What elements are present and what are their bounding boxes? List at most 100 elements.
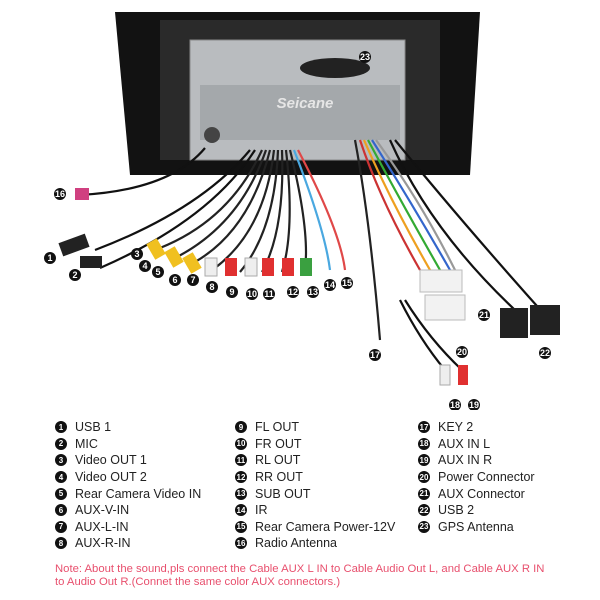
callout-9: 9: [226, 286, 238, 298]
legend-number-badge: 9: [235, 421, 247, 434]
legend-label: RR OUT: [255, 470, 303, 485]
svg-text:4: 4: [142, 261, 147, 271]
legend-number-badge: 18: [418, 437, 430, 450]
legend-label: Rear Camera Power-12V: [255, 519, 396, 534]
callout-6: 6: [169, 274, 181, 286]
callout-4: 4: [139, 260, 151, 272]
svg-text:15: 15: [342, 278, 352, 288]
svg-text:7: 7: [190, 275, 195, 285]
legend-label: Rear Camera Video IN: [75, 486, 202, 501]
legend-label: FL OUT: [255, 420, 299, 435]
legend-label: AUX-V-IN: [75, 503, 130, 518]
legend-item: 18 AUX IN L: [418, 436, 535, 453]
legend-label: MIC: [75, 436, 98, 451]
legend-label: Video OUT 1: [75, 453, 147, 468]
callout-17: 17: [369, 349, 381, 361]
svg-text:6: 6: [172, 275, 177, 285]
svg-text:18: 18: [450, 400, 460, 410]
callout-13: 13: [307, 286, 319, 298]
callout-21: 21: [478, 309, 490, 321]
svg-text:11: 11: [264, 289, 274, 299]
callout-19: 19: [468, 399, 480, 410]
legend-number-badge: 17: [418, 421, 430, 434]
legend-number-badge: 1: [55, 421, 67, 434]
svg-text:17: 17: [370, 350, 380, 360]
legend-label: USB 2: [438, 503, 475, 518]
legend-number-badge: 19: [418, 454, 430, 467]
legend-label: KEY 2: [438, 420, 474, 435]
legend-number-badge: 21: [418, 487, 430, 500]
legend-label: RL OUT: [255, 453, 301, 468]
callout-12: 12: [287, 286, 299, 298]
svg-text:1: 1: [47, 253, 52, 263]
legend-label: USB 1: [75, 420, 112, 435]
legend-number-badge: 16: [235, 537, 247, 550]
callout-5: 5: [152, 266, 164, 278]
callouts: 1 2 3 4 5 6 7 8 9 10 11 12 13 14 15 16 1…: [44, 51, 551, 410]
svg-text:14: 14: [325, 280, 335, 290]
svg-text:8: 8: [209, 282, 214, 292]
legend-label: AUX IN L: [438, 436, 491, 451]
legend-item: 16 Radio Antenna: [235, 535, 395, 552]
legend-item: 15 Rear Camera Power-12V: [235, 519, 395, 536]
legend-number-badge: 6: [55, 504, 67, 517]
legend-item: 10 FR OUT: [235, 436, 395, 453]
svg-text:22: 22: [540, 348, 550, 358]
legend-label: FR OUT: [255, 436, 302, 451]
callout-3: 3: [131, 248, 143, 260]
product-photo: Seicane: [44, 12, 560, 410]
legend-label: AUX-R-IN: [75, 536, 131, 551]
legend-number-badge: 15: [235, 520, 247, 533]
brand-watermark: Seicane: [277, 95, 334, 112]
legend-number-badge: 12: [235, 471, 247, 484]
legend-label: AUX-L-IN: [75, 519, 129, 534]
svg-text:16: 16: [55, 189, 65, 199]
svg-text:10: 10: [247, 289, 257, 299]
callout-1: 1: [44, 252, 56, 264]
svg-text:19: 19: [469, 400, 479, 410]
callout-23: 23: [359, 51, 371, 63]
legend-item: 3 Video OUT 1: [55, 452, 201, 469]
callout-16: 16: [54, 188, 66, 200]
legend-number-badge: 2: [55, 437, 67, 450]
svg-text:21: 21: [479, 310, 489, 320]
legend-number-badge: 23: [418, 520, 430, 533]
svg-text:23: 23: [360, 52, 370, 62]
legend-label: Power Connector: [438, 470, 535, 485]
legend-item: 7 AUX-L-IN: [55, 519, 201, 536]
note-text: Note: About the sound,pls connect the Ca…: [55, 563, 545, 588]
legend-label: Radio Antenna: [255, 536, 338, 551]
legend-label: AUX IN R: [438, 453, 493, 468]
legend-number-badge: 11: [235, 454, 247, 467]
svg-text:20: 20: [457, 347, 467, 357]
legend-item: 1 USB 1: [55, 419, 201, 436]
legend-label: Video OUT 2: [75, 470, 147, 485]
svg-text:5: 5: [155, 267, 160, 277]
legend-item: 6 AUX-V-IN: [55, 502, 201, 519]
legend-label: IR: [255, 503, 268, 518]
callout-11: 11: [263, 288, 275, 300]
legend-number-badge: 5: [55, 487, 67, 500]
legend-number-badge: 3: [55, 454, 67, 467]
svg-text:9: 9: [229, 287, 234, 297]
svg-text:3: 3: [134, 249, 139, 259]
callout-20: 20: [456, 346, 468, 358]
legend-number-badge: 22: [418, 504, 430, 517]
legend-item: 2 MIC: [55, 436, 201, 453]
callout-8: 8: [206, 281, 218, 293]
legend-number-badge: 7: [55, 520, 67, 533]
legend-item: 17 KEY 2: [418, 419, 535, 436]
callout-7: 7: [187, 274, 199, 286]
callout-10: 10: [246, 288, 258, 300]
legend-item: 11 RL OUT: [235, 452, 395, 469]
legend-number-badge: 8: [55, 537, 67, 550]
callout-18: 18: [449, 399, 461, 410]
legend-number-badge: 10: [235, 437, 247, 450]
